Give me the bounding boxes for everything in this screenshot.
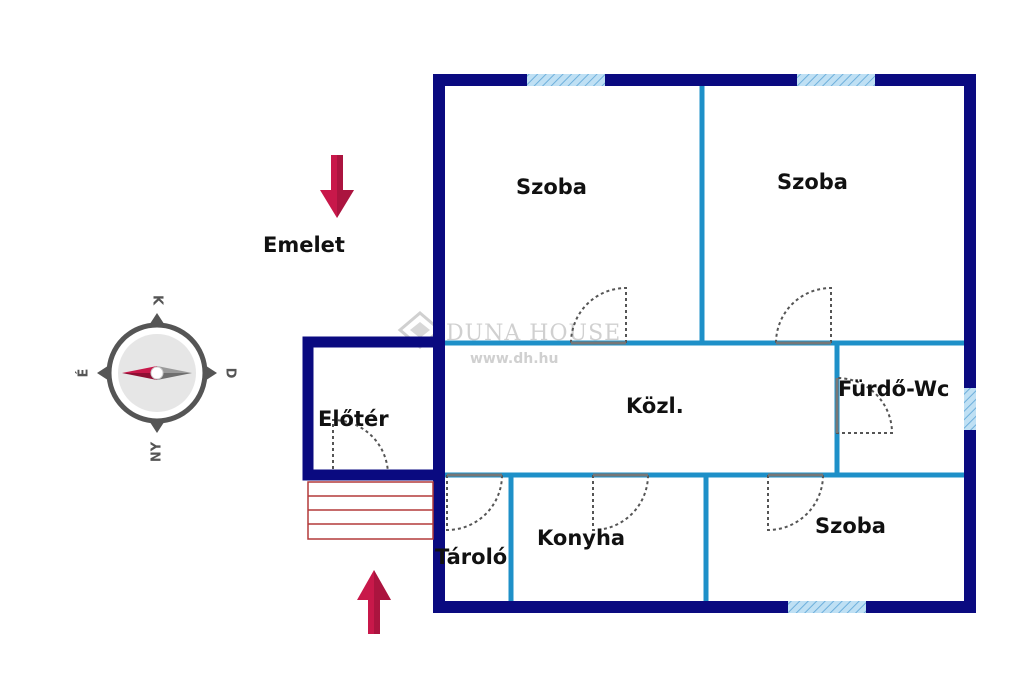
room-label-tarolo: Tároló: [435, 545, 507, 569]
room-label-kozl: Közl.: [626, 394, 684, 418]
compass-south-label: NY: [150, 441, 165, 462]
door-szoba-top-left: [570, 286, 627, 345]
window-top-left: [527, 74, 605, 86]
room-labels: Emelet Szoba Szoba Közl. Fürdő-Wc Előtér…: [263, 170, 949, 569]
room-label-eloter: Előtér: [318, 407, 389, 431]
compass-needle-red: [122, 366, 157, 373]
windows: [527, 74, 976, 613]
room-label-szoba-top-left: Szoba: [516, 175, 587, 199]
stairs: [307, 481, 434, 540]
compass-west-label: É: [76, 369, 92, 378]
eloter-walls: [302, 336, 439, 481]
door-tarolo: [446, 473, 503, 532]
door-furdo-wc: [835, 377, 894, 434]
door-szoba-bottom-right: [767, 473, 824, 532]
compass-east-label: D: [223, 368, 238, 379]
compass: K D NY É: [76, 295, 238, 462]
room-label-konyha: Konyha: [537, 526, 625, 550]
room-label-szoba-top-right: Szoba: [777, 170, 848, 194]
window-right: [964, 388, 976, 430]
door-konyha: [592, 473, 649, 532]
compass-north-label: K: [150, 295, 165, 306]
room-label-furdo-wc: Fürdő-Wc: [838, 377, 949, 401]
floor-label: Emelet: [263, 233, 345, 257]
arrow-down-icon: [320, 155, 354, 218]
compass-needle-grey-shade: [157, 373, 192, 380]
window-top-right: [797, 74, 875, 86]
door-szoba-top-right: [775, 286, 832, 345]
compass-needle-grey: [157, 366, 192, 373]
room-label-szoba-bottom-right: Szoba: [815, 514, 886, 538]
compass-needle-red-shade: [122, 373, 157, 380]
watermark-url: www.dh.hu: [470, 351, 558, 367]
window-bottom: [788, 601, 866, 613]
arrow-up-icon: [357, 570, 391, 634]
inner-walls: [440, 86, 968, 606]
